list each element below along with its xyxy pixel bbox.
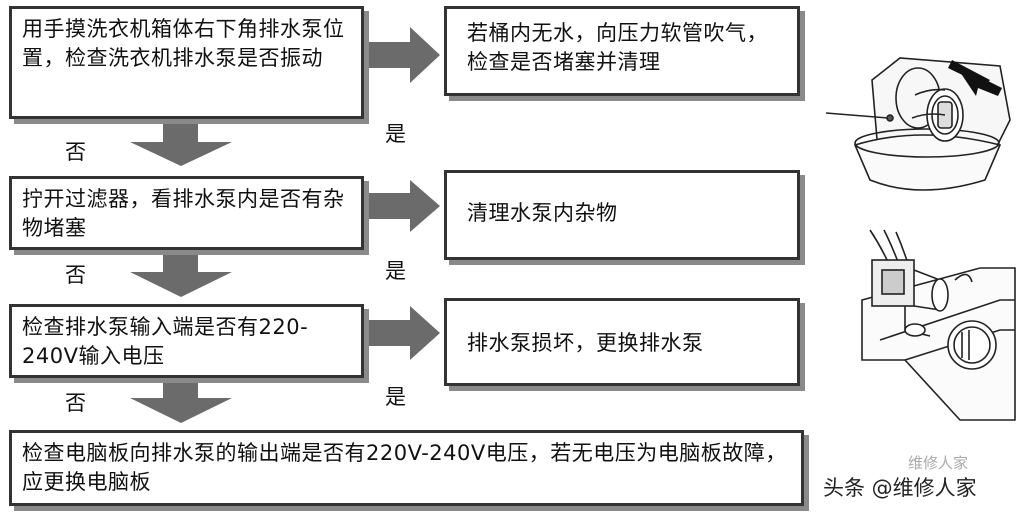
yes-label-3: 是 <box>385 385 406 409</box>
action-text-1: 若桶内无水，向压力软管吹气，检查是否堵塞并清理 <box>467 21 768 74</box>
question-box-1: 用手摸洗衣机箱体右下角排水泵位置，检查洗衣机排水泵是否振动 <box>9 6 364 119</box>
watermark-faint: 维修人家 <box>908 454 969 472</box>
no-label-1: 否 <box>65 140 86 164</box>
question-box-3: 检查排水泵输入端是否有220-240V输入电压 <box>9 304 364 378</box>
question-box-2: 拧开过滤器，看排水泵内是否有杂物堵塞 <box>9 176 364 250</box>
yes-label-2: 是 <box>385 259 406 283</box>
action-box-3: 排水泵损坏，更换排水泵 <box>444 298 800 386</box>
action-box-1: 若桶内无水，向压力软管吹气，检查是否堵塞并清理 <box>444 6 800 96</box>
action-text-2: 清理水泵内杂物 <box>467 201 618 225</box>
action-box-2: 清理水泵内杂物 <box>444 170 800 260</box>
down-arrow-2 <box>130 252 232 297</box>
question-text-1: 用手摸洗衣机箱体右下角排水泵位置，检查洗衣机排水泵是否振动 <box>22 17 345 70</box>
watermark-main: 头条 @维修人家 <box>823 476 977 500</box>
down-arrow-1 <box>130 123 232 166</box>
no-label-2: 否 <box>65 263 86 287</box>
final-box: 检查电脑板向排水泵的输出端是否有220V-240V电压，若无电压为电脑板故障，应… <box>9 430 804 506</box>
no-label-3: 否 <box>65 391 86 415</box>
right-arrow-3 <box>367 306 440 360</box>
question-text-3: 检查排水泵输入端是否有220-240V输入电压 <box>22 315 309 368</box>
down-arrow-3 <box>130 378 232 423</box>
action-text-3: 排水泵损坏，更换排水泵 <box>467 331 704 355</box>
right-arrow-1 <box>367 27 440 83</box>
question-text-2: 拧开过滤器，看排水泵内是否有杂物堵塞 <box>22 187 345 240</box>
final-text: 检查电脑板向排水泵的输出端是否有220V-240V电压，若无电压为电脑板故障，应… <box>22 441 787 494</box>
right-arrow-2 <box>367 180 440 232</box>
yes-label-1: 是 <box>385 122 406 146</box>
